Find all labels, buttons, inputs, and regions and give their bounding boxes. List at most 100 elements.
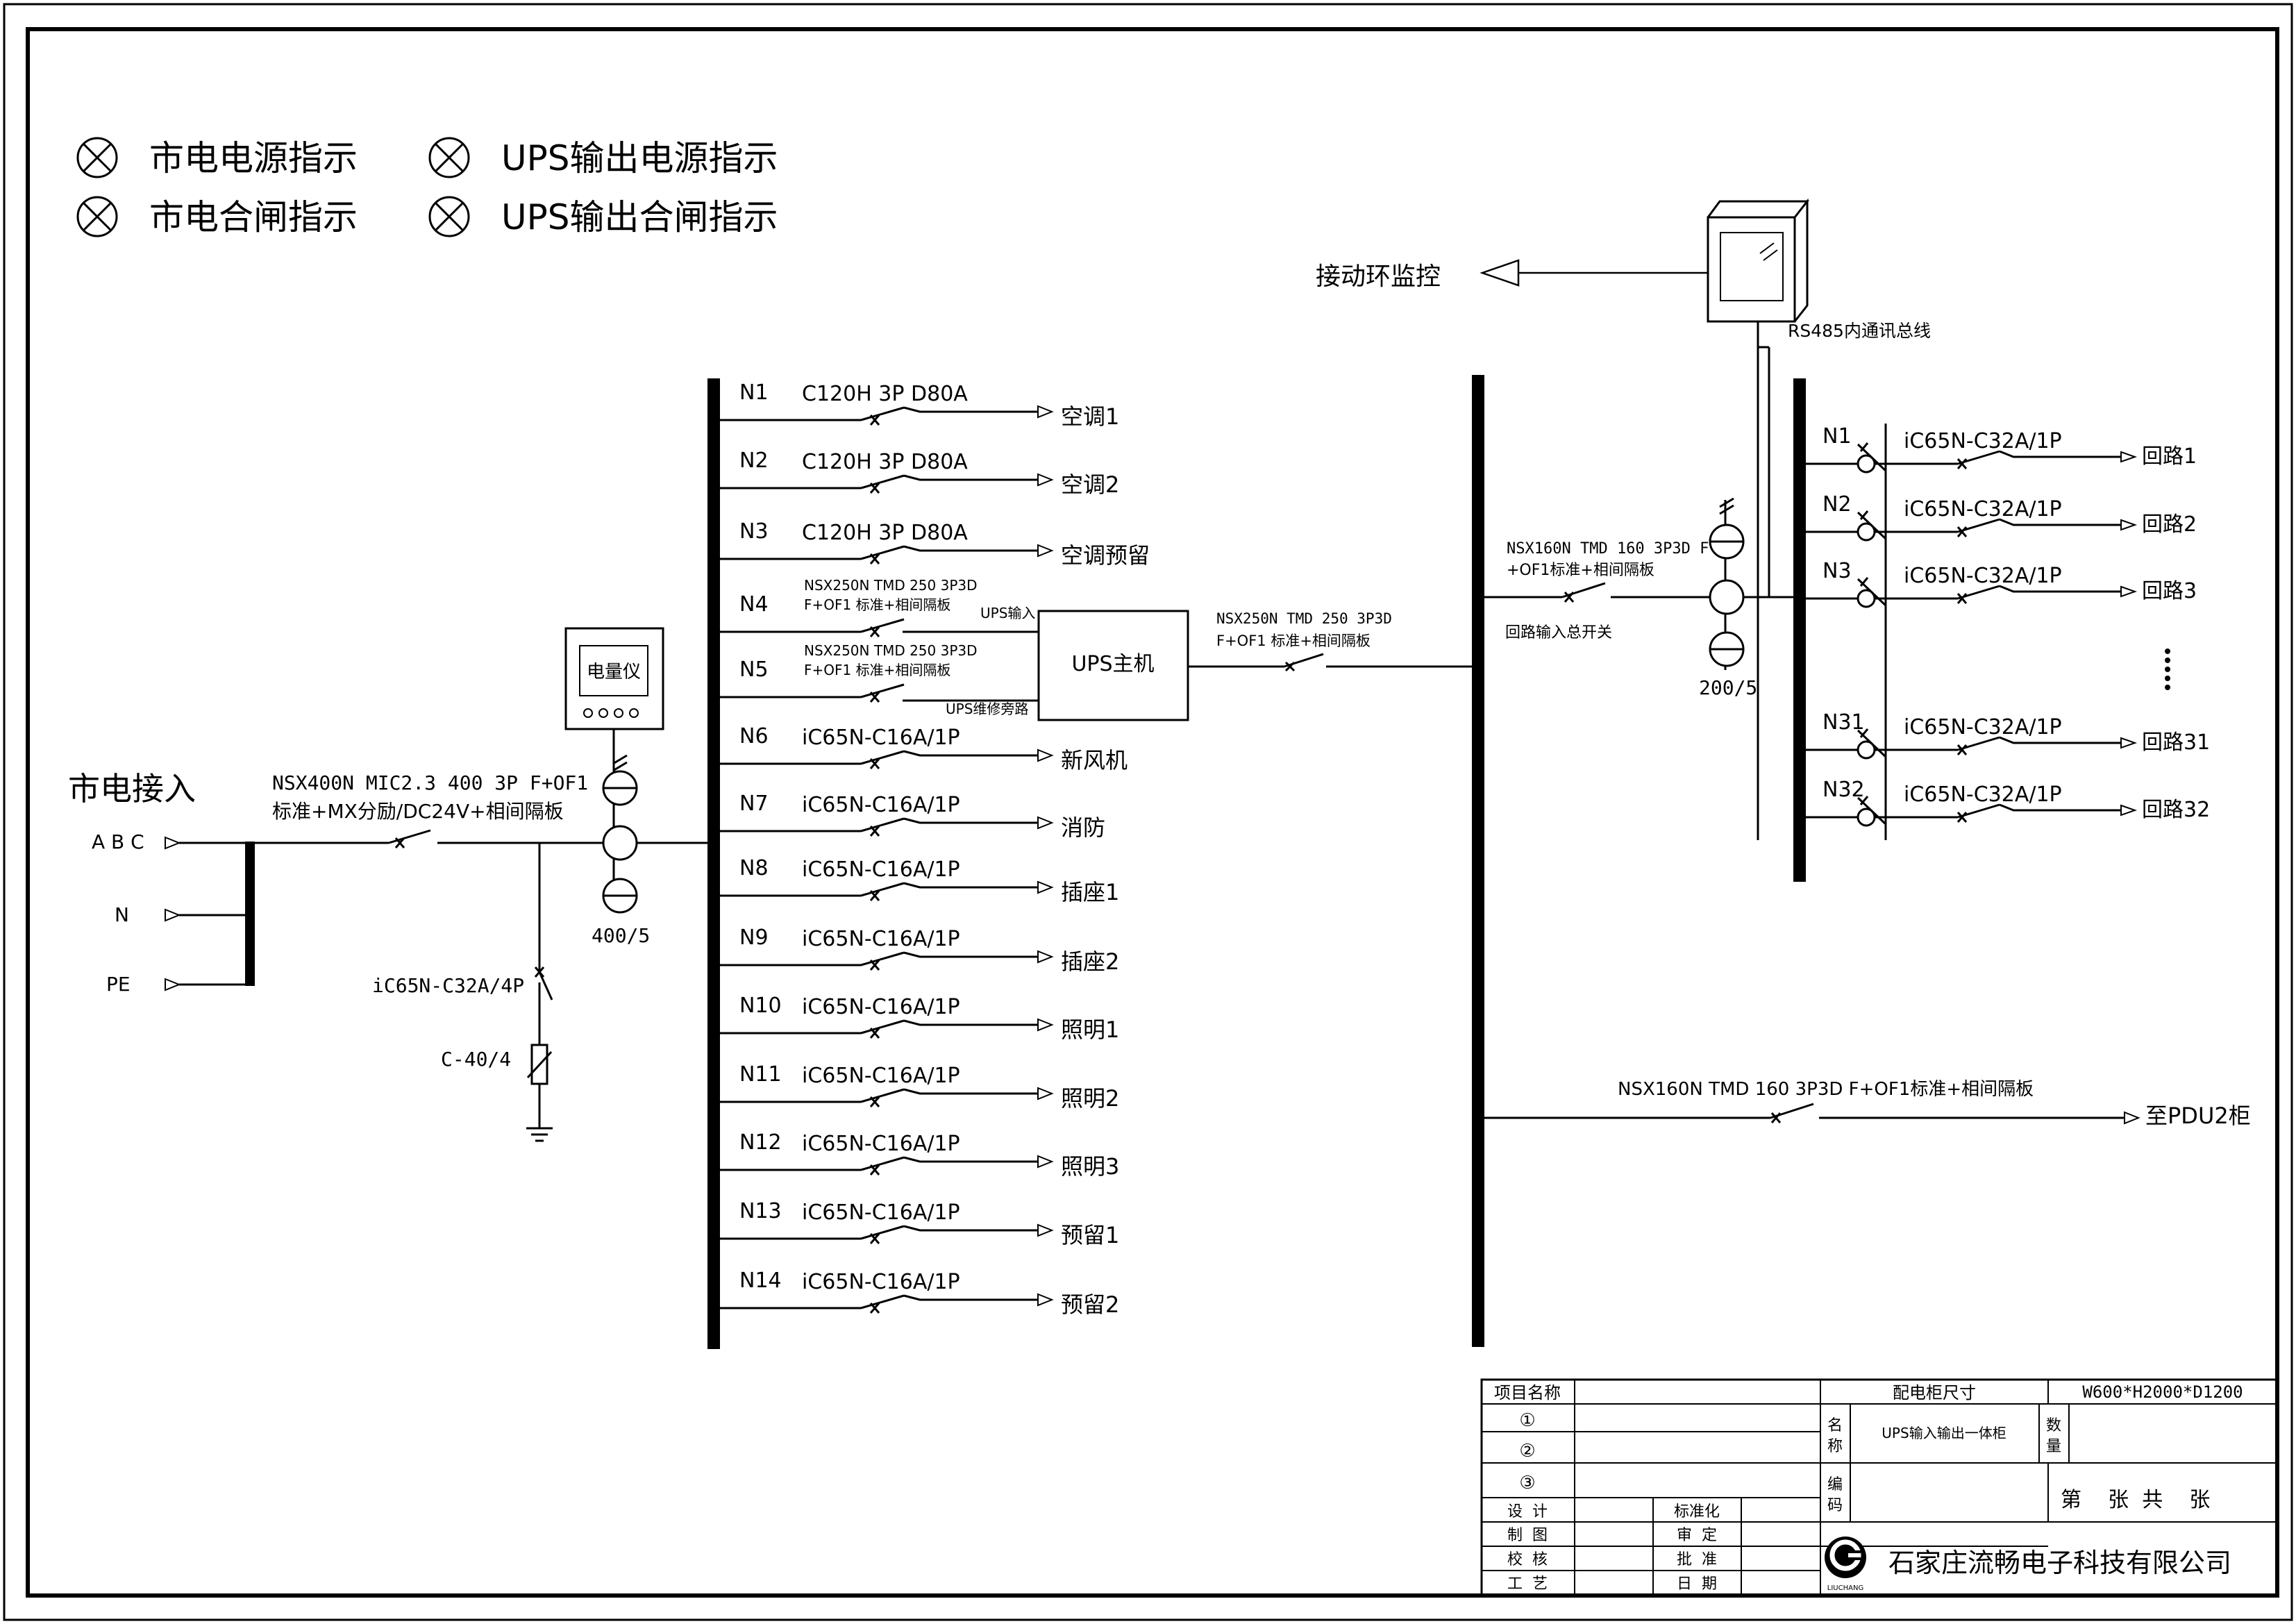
outer-border (3, 3, 2293, 1621)
meter-label: 电量仪 (587, 662, 641, 683)
feeder-load: 空调预留 (1061, 542, 1150, 569)
ground-icon (526, 1084, 553, 1142)
mains-input: 市电接入 A B C N PE NSX400N MIC2.3 400 3P F+… (68, 627, 715, 1142)
ups-host (1037, 610, 1189, 721)
feeder-spec: NSX250N TMD 250 3P3D (804, 577, 978, 594)
tb-role: 审 定 (1677, 1527, 1717, 1544)
terminal-arrow-icon (1037, 1018, 1054, 1032)
feeder-spec: F+OF1 标准+相间隔板 (804, 662, 950, 678)
company-logo: LIUCHANG (1825, 1537, 1866, 1592)
feeder-load: 消防 (1061, 814, 1105, 841)
title-block: 项目名称 ① ② ③ 配电柜尺寸 W600*H2000*D1200 名 称 UP… (1480, 1378, 2279, 1597)
breaker-icon (860, 545, 905, 564)
breaker-icon (860, 406, 905, 426)
feeder-spec: NSX250N TMD 250 3P3D (804, 642, 978, 659)
ct-ratio: 400/5 (592, 924, 650, 947)
breaker-icon (1561, 582, 1611, 604)
feeder-spec: C120H 3P D80A (802, 521, 968, 545)
feeder-load: 预留1 (1061, 1222, 1119, 1248)
output-distribution-bus (1793, 378, 1806, 882)
tb-role: 校 核 (1507, 1551, 1548, 1568)
output-main-label: 回路输入总开关 (1505, 624, 1612, 642)
feeder-load: 插座1 (1061, 879, 1119, 905)
feeder-spec: F+OF1 标准+相间隔板 (804, 596, 950, 613)
feeder-spec: C120H 3P D80A (802, 450, 968, 474)
arrow-left-icon (1480, 259, 1713, 287)
spd-breaker-spec: iC65N-C32A/4P (372, 974, 524, 997)
indicator-lamp-icon (76, 196, 118, 237)
monitoring: 接动环监控 RS485内通讯总线 (1316, 198, 1931, 840)
breaker-icon (1956, 585, 2121, 604)
phase-label: A B C (92, 830, 144, 853)
indicator-lamp-icon (76, 137, 118, 178)
feeder-n10: N10 iC65N-C16A/1P 照明1 (720, 994, 1119, 1043)
breaker-icon (860, 683, 905, 703)
feeder-spec: iC65N-C16A/1P (802, 857, 960, 882)
feeder-spec: iC65N-C16A/1P (802, 995, 960, 1019)
phase-label: PE (106, 973, 131, 996)
terminal-arrow-icon (2120, 804, 2138, 817)
feeder-id: N11 (739, 1062, 782, 1087)
breaker-icon (860, 817, 905, 837)
terminal-arrow-icon (1037, 405, 1054, 419)
circuit-load: 回路1 (2142, 444, 2197, 469)
terminal-arrow-icon (1037, 1087, 1054, 1100)
feeder-id: N7 (739, 792, 769, 816)
feeder-id: N9 (739, 926, 769, 950)
legend-label: UPS输出合闸指示 (501, 197, 778, 237)
legend-label: UPS输出电源指示 (501, 138, 778, 178)
breaker-icon (1284, 653, 1326, 673)
feeder-spec: iC65N-C16A/1P (802, 927, 960, 951)
feeder-load: 空调1 (1061, 403, 1119, 430)
terminal-arrow-icon (1037, 950, 1054, 964)
indicator-lamp-icon (428, 137, 470, 178)
tb-row: ① (1519, 1410, 1535, 1431)
circuit-spec: iC65N-C32A/1P (1904, 782, 2062, 807)
feeder-load: 照明1 (1061, 1016, 1119, 1043)
mains-breaker-spec: 标准+MX分励/DC24V+相间隔板 (272, 800, 564, 823)
breaker-icon (860, 1088, 905, 1107)
feeder-n7: N7 iC65N-C16A/1P 消防 (720, 792, 1105, 841)
terminal-arrow-icon (1037, 1155, 1054, 1169)
terminal-arrow-icon (1037, 473, 1054, 487)
tb-role: 批 准 (1677, 1551, 1717, 1568)
ups-out-breaker-spec: NSX250N TMD 250 3P3D (1216, 610, 1392, 627)
feeder-spec: iC65N-C16A/1P (802, 793, 960, 817)
ups-output-bus (1472, 375, 1484, 1347)
tb-size: W600*H2000*D1200 (2082, 1382, 2243, 1402)
breaker-icon (1770, 1103, 1819, 1125)
feeder-spec: C120H 3P D80A (802, 382, 968, 406)
feeder-id: N12 (739, 1130, 782, 1155)
tb-row: ③ (1519, 1473, 1535, 1493)
current-transformer-icon (602, 754, 638, 914)
company-name: 石家庄流畅电子科技有限公司 (1888, 1548, 2231, 1578)
current-transformer-icon (1857, 522, 1876, 542)
circuit-id: N2 (1822, 492, 1852, 517)
breaker-icon (1956, 803, 2121, 823)
tb-qty-label: 量 (2046, 1438, 2061, 1455)
tb-name-label: 名 (1827, 1417, 1843, 1434)
continuation-dots (2165, 648, 2170, 690)
monitor-label: 接动环监控 (1316, 262, 1441, 291)
feeder-id: N13 (739, 1199, 782, 1223)
feeder-load: UPS维修旁路 (946, 701, 1028, 717)
circuit-id: N1 (1822, 424, 1852, 449)
feeder-id: N8 (739, 856, 769, 880)
breaker-icon (860, 474, 905, 494)
circuit-id: N32 (1822, 778, 1865, 802)
circuit-load: 回路31 (2142, 730, 2210, 755)
tb-role: 日 期 (1677, 1575, 1717, 1593)
tb-role: 标准化 (1674, 1503, 1720, 1521)
mains-title: 市电接入 (68, 770, 196, 807)
feeder-id: N10 (739, 994, 782, 1018)
breaker-icon (860, 951, 905, 971)
mains-breaker-spec: NSX400N MIC2.3 400 3P F+OF1 (272, 771, 588, 794)
